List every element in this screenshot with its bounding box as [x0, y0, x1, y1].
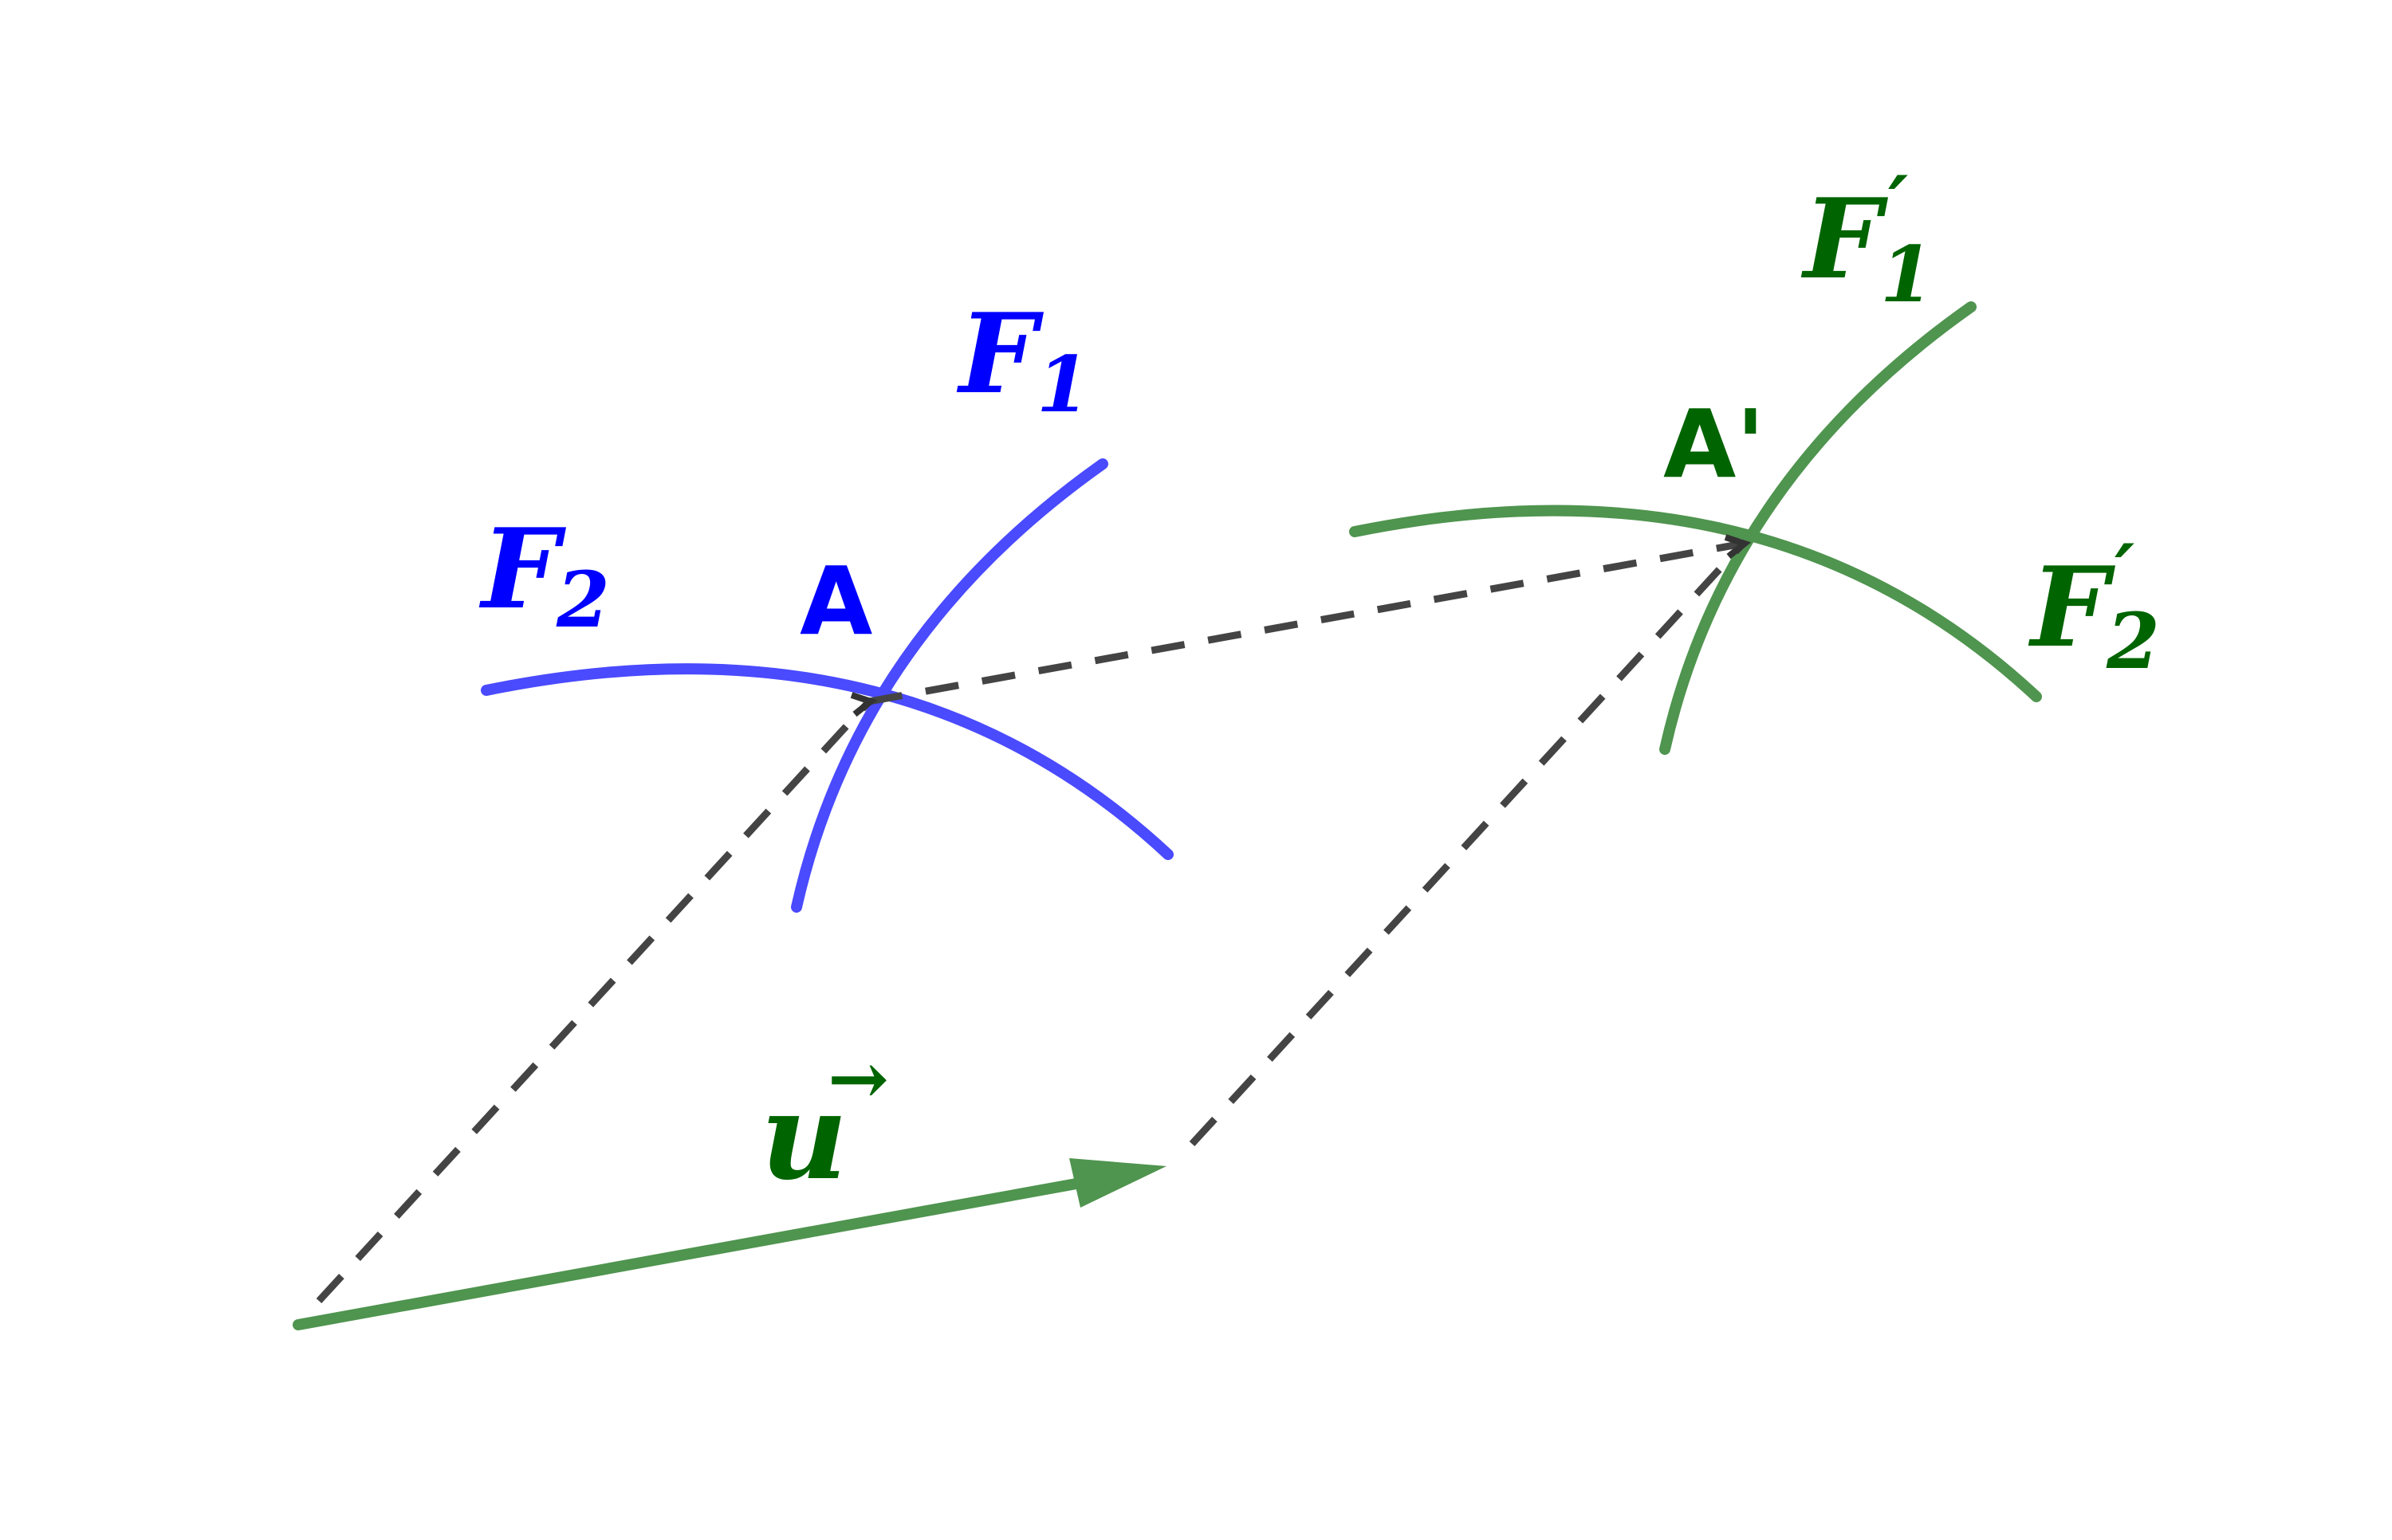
dashed-arrow-tip-A	[850, 692, 878, 717]
label-F1-prime-base: F	[1800, 174, 1888, 304]
vector-u-head	[1069, 1158, 1166, 1208]
dashed-line-A-to-A-prime	[868, 540, 1744, 705]
label-point-A: A	[800, 546, 872, 656]
construction-lines	[316, 540, 1746, 1304]
curve-F2-prime	[1349, 505, 2042, 702]
label-F1-prime-mark: ′	[1888, 159, 1908, 249]
label-F1-sub: 1	[1037, 340, 1090, 430]
label-vector-u-arrow: →	[828, 1035, 889, 1122]
label-vector-u: → u	[761, 1035, 889, 1207]
curve-F1	[791, 458, 1108, 913]
dashed-arrow-tip-A-prime	[1724, 534, 1752, 560]
label-point-A-prime: A'	[1663, 389, 1764, 499]
curve-F1-prime	[1659, 301, 1977, 755]
label-F2-prime-base: F	[2028, 542, 2115, 672]
dashed-line-origin-to-A	[316, 698, 872, 1304]
label-F2-sub: 2	[556, 555, 610, 645]
label-F2-prime-sub: 2	[2106, 596, 2160, 686]
label-F1: F 1	[956, 289, 1090, 430]
vector-u-shaft	[293, 1178, 1082, 1330]
label-F2-prime-mark: ′	[2115, 528, 2134, 618]
label-F2-prime: F ′ 2	[2028, 528, 2160, 686]
label-F1-base: F	[956, 289, 1044, 418]
dashed-line-vector-tip-to-A-prime	[1189, 540, 1746, 1147]
label-F1-prime: F ′ 1	[1800, 159, 1934, 320]
label-F2-base: F	[478, 504, 566, 634]
label-vector-u-letter: u	[761, 1067, 848, 1207]
label-F1-prime-sub: 1	[1880, 230, 1934, 320]
label-F2: F 2	[478, 504, 610, 645]
curve-F2	[481, 663, 1174, 860]
